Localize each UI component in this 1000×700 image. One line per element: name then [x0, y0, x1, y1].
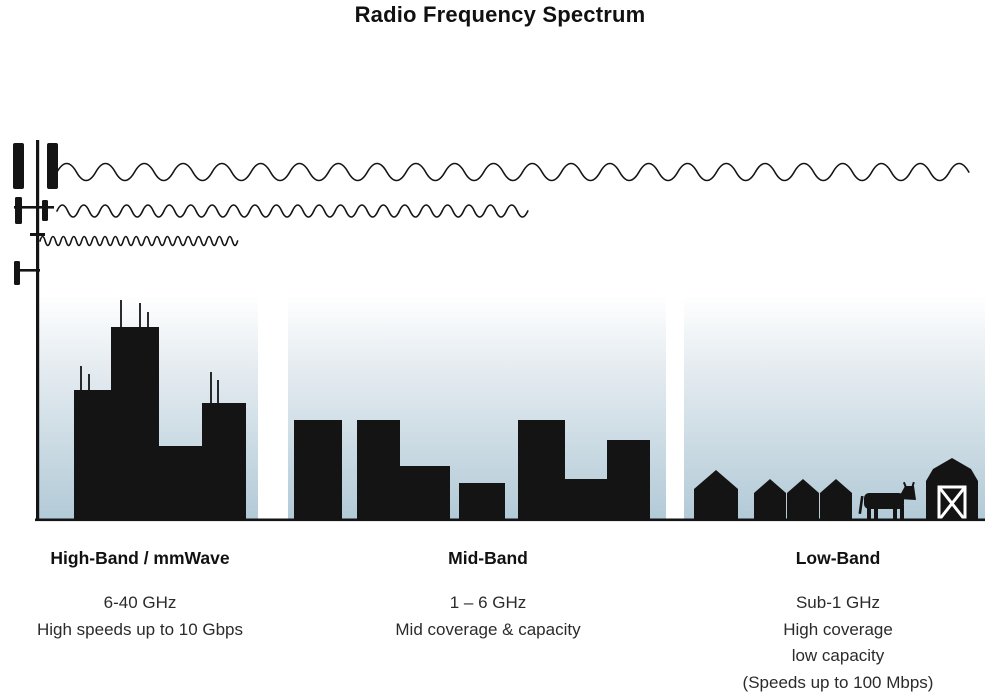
band-line: High speeds up to 10 Gbps: [36, 619, 244, 639]
band-line: Sub-1 GHz: [795, 593, 881, 612]
midband-label-block: Mid-Band 1 – 6 GHz Mid coverage & capaci…: [363, 548, 613, 643]
long-wave-icon: [56, 162, 970, 182]
band-name: Mid-Band: [448, 548, 528, 568]
barn-icon: [926, 458, 978, 522]
medium-wave-icon: [56, 204, 529, 218]
house-icon: [694, 470, 738, 520]
band-line: low capacity: [791, 646, 885, 665]
ground-line: [35, 518, 985, 522]
highband-label-block: High-Band / mmWave 6-40 GHz High speeds …: [15, 548, 265, 643]
cow-icon: [858, 481, 916, 520]
band-line: High coverage: [783, 619, 893, 639]
lowband-scene: [694, 458, 978, 522]
city-skyline-icon: [74, 300, 246, 520]
band-line: 6-40 GHz: [103, 593, 177, 612]
lowband-label-block: Low-Band Sub-1 GHz High coverage low cap…: [683, 548, 993, 696]
band-name: High-Band / mmWave: [50, 548, 230, 568]
band-name: Low-Band: [795, 548, 881, 568]
radio-waves: [39, 162, 970, 247]
house-icon: [820, 479, 852, 520]
band-line: Mid coverage & capacity: [395, 619, 581, 639]
band-line: (Speeds up to 100 Mbps): [742, 672, 934, 692]
cell-tower-icon: [13, 140, 58, 520]
house-icon: [787, 479, 819, 520]
short-wave-icon: [39, 235, 239, 247]
house-icon: [754, 479, 786, 520]
page-title: Radio Frequency Spectrum: [354, 2, 646, 27]
band-line: 1 – 6 GHz: [449, 593, 527, 612]
midband-skyline-icon: [294, 420, 650, 520]
